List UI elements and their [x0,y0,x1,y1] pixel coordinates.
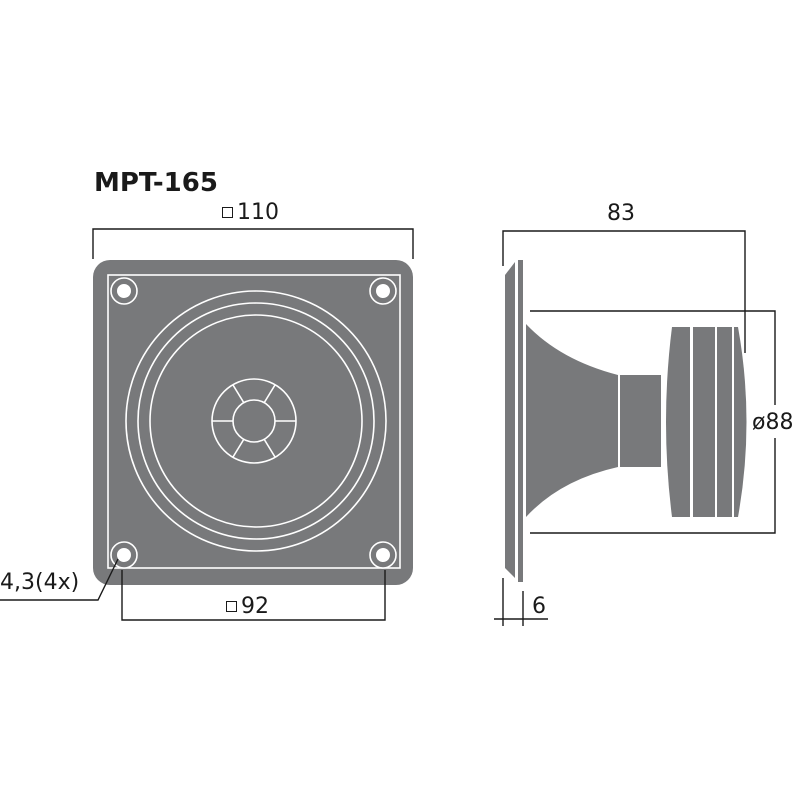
square-symbol-icon [226,601,237,612]
square-symbol-icon [222,207,233,218]
flange-thickness-label: 6 [532,594,546,619]
diameter-dimension-line-top [530,310,776,405]
width-dimension-label: 110 [222,202,279,224]
hole-diameter-label: 4,3(4x) [0,570,80,595]
flange-front [505,262,515,578]
depth-dimension-label: 83 [607,201,635,226]
horn-neck [620,375,661,467]
front-view [0,228,414,621]
diameter-dimension-label: ø88 [752,410,794,435]
hole-spacing-dimension-line [121,570,386,621]
width-dimension-line [92,228,414,259]
hole-callout-leader [0,558,119,601]
mounting-holes [110,277,397,569]
hole-spacing-dimension-label: 92 [226,596,269,618]
center-hub [211,378,297,464]
depth-dimension-line [502,230,746,353]
flange-back [518,260,523,582]
horn-flare [526,324,618,517]
side-view [494,230,776,626]
driver-magnet [666,327,747,517]
plate-inner-border [107,274,401,569]
diameter-dimension-line-bottom [530,438,776,534]
mounting-plate [93,260,413,585]
model-title: MPT-165 [94,168,218,198]
horn-rings [125,290,387,552]
